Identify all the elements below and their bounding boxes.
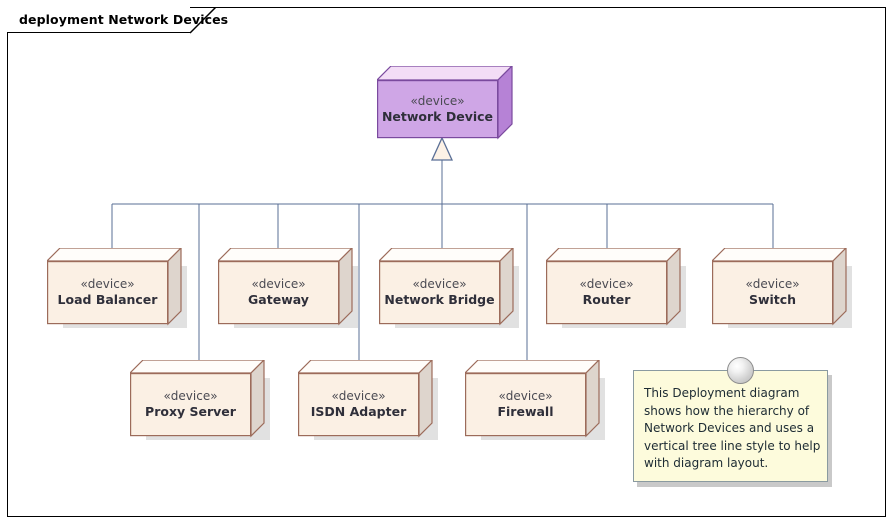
node-network-device[interactable]: «device» Network Device — [377, 66, 513, 140]
frame-tab-body — [7, 7, 190, 33]
note-box — [633, 370, 828, 482]
note-text: This Deployment diagram shows how the hi… — [644, 386, 821, 470]
generalization-arrowhead — [430, 136, 454, 161]
frame-label: deployment Network Devices — [19, 12, 229, 27]
frame-title-tab: deployment Network Devices — [7, 7, 228, 34]
diagram-frame — [7, 7, 886, 517]
note-pin-icon — [727, 357, 754, 384]
node-network-bridge[interactable]: «device» Network Bridge — [379, 248, 519, 328]
node-load-balancer[interactable]: «device» Load Balancer — [47, 248, 187, 328]
node-router[interactable]: «device» Router — [546, 248, 686, 328]
node-switch[interactable]: «device» Switch — [712, 248, 852, 328]
node-firewall[interactable]: «device» Firewall — [465, 360, 605, 440]
node-gateway[interactable]: «device» Gateway — [218, 248, 358, 328]
node-isdn-adapter[interactable]: «device» ISDN Adapter — [298, 360, 438, 440]
node-proxy-server[interactable]: «device» Proxy Server — [130, 360, 270, 440]
frame-tab-corner — [190, 7, 217, 34]
